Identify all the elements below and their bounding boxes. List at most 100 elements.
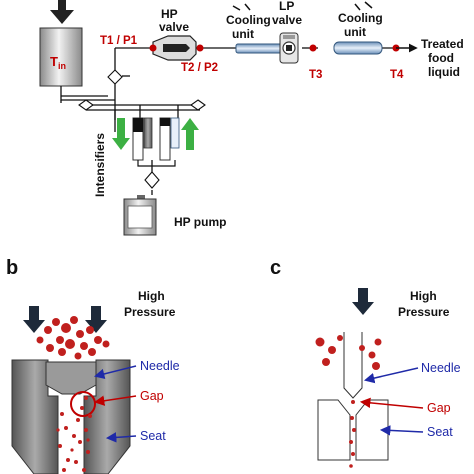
panel-c-needle-label: Needle [421, 361, 461, 375]
treated-label-3: liquid [428, 65, 460, 79]
droplet [351, 452, 355, 456]
lp-valve-label-2: valve [272, 13, 302, 27]
panel-c-seat-label: Seat [427, 425, 453, 439]
droplet [82, 468, 86, 472]
panel-b: b High Pressure Needle Gap Seat [6, 257, 180, 474]
droplet [44, 326, 52, 334]
panel-c-seat [317, 399, 389, 461]
panel-b-seat-label: Seat [140, 429, 166, 443]
droplet [74, 352, 82, 360]
droplet [315, 337, 325, 347]
panel-c-droplets [315, 335, 382, 468]
t2p2-sensor [196, 44, 204, 52]
panel-c-letter: c [270, 257, 281, 279]
t1p1-label: T1 / P1 [100, 35, 138, 47]
hp-valve-label-1: HP [161, 7, 178, 21]
droplet [86, 450, 90, 454]
lp-valve [279, 32, 299, 64]
droplet [76, 418, 80, 422]
t1p1-sensor [149, 44, 157, 52]
panel-c-pressure-1: High [410, 289, 437, 303]
droplet [72, 434, 76, 438]
droplet [88, 414, 92, 418]
cooling-unit-1-label-1: Cooling [226, 13, 271, 27]
droplet [359, 345, 365, 351]
panel-c-needle [343, 332, 363, 399]
tin-label: Tin [50, 54, 66, 71]
panel-c-gap-label: Gap [427, 401, 451, 415]
panel-a: Tin [39, 0, 464, 236]
droplet [328, 346, 336, 354]
droplet [52, 318, 60, 326]
panel-b-droplets [36, 316, 110, 472]
droplet [80, 342, 88, 350]
droplet [102, 340, 110, 348]
droplet [61, 323, 71, 333]
panel-b-gap-arrow [93, 395, 137, 406]
panel-c-gap-arrow [359, 397, 424, 409]
panel-b-gap-label: Gap [140, 389, 164, 403]
droplet [64, 426, 68, 430]
t2p2-label: T2 / P2 [181, 62, 218, 74]
cooling-unit-2-label-2: unit [344, 25, 366, 39]
droplet [84, 428, 88, 432]
droplet [337, 335, 343, 341]
droplet [86, 326, 94, 334]
intensifier-connector [137, 160, 176, 167]
piping [60, 47, 396, 195]
cooling-unit-1-label-2: unit [232, 27, 254, 41]
cooling-unit-2-lines [354, 1, 373, 11]
panel-b-seat-arrow [105, 432, 137, 443]
droplet [322, 358, 330, 366]
droplet [66, 458, 70, 462]
panel-c-arrow [352, 288, 374, 315]
droplet [56, 336, 64, 344]
inlet-arrow [50, 0, 74, 24]
green-down-arrow [112, 118, 130, 150]
intensifier-right [159, 117, 180, 161]
t3-label: T3 [309, 69, 322, 81]
droplet [350, 416, 354, 420]
droplet [80, 406, 84, 410]
treated-label-2: food [428, 51, 454, 65]
panel-b-needle-label: Needle [140, 359, 180, 373]
droplet [88, 348, 96, 356]
droplet [349, 464, 353, 468]
feed-tank [39, 27, 83, 87]
droplet [70, 448, 74, 452]
droplet [349, 440, 353, 444]
panel-c-needle-arrow [363, 367, 419, 384]
droplet [70, 316, 78, 324]
panel-c-seat-arrow [379, 425, 424, 436]
droplet [372, 362, 380, 370]
droplet [56, 428, 60, 432]
green-up-arrow [181, 118, 199, 150]
intensifiers-label: Intensifiers [93, 133, 107, 197]
droplet [74, 460, 78, 464]
droplet [58, 444, 62, 448]
hp-valve-label-2: valve [159, 20, 189, 34]
droplet [62, 468, 66, 472]
droplet [351, 400, 355, 404]
hp-pump [123, 195, 157, 236]
droplet [78, 440, 82, 444]
cooling-unit-2 [333, 41, 383, 55]
panel-b-arrow-left [23, 306, 45, 333]
droplet [76, 330, 84, 338]
hp-pump-label: HP pump [174, 215, 226, 229]
lp-valve-label-1: LP [279, 0, 294, 13]
droplet [36, 336, 44, 344]
cooling-unit-2-label-1: Cooling [338, 11, 383, 25]
panel-b-needle-arrow [93, 365, 137, 380]
t3-sensor [309, 44, 317, 52]
droplet [374, 338, 382, 346]
panel-b-needle [45, 361, 97, 395]
panel-c-pressure-2: Pressure [398, 305, 450, 319]
droplet [58, 348, 66, 356]
panel-b-pressure-1: High [138, 289, 165, 303]
droplet [86, 438, 90, 442]
check-valves [78, 69, 206, 189]
panel-c: c High Pressure Needle Gap Seat [270, 257, 461, 468]
droplet [65, 339, 75, 349]
